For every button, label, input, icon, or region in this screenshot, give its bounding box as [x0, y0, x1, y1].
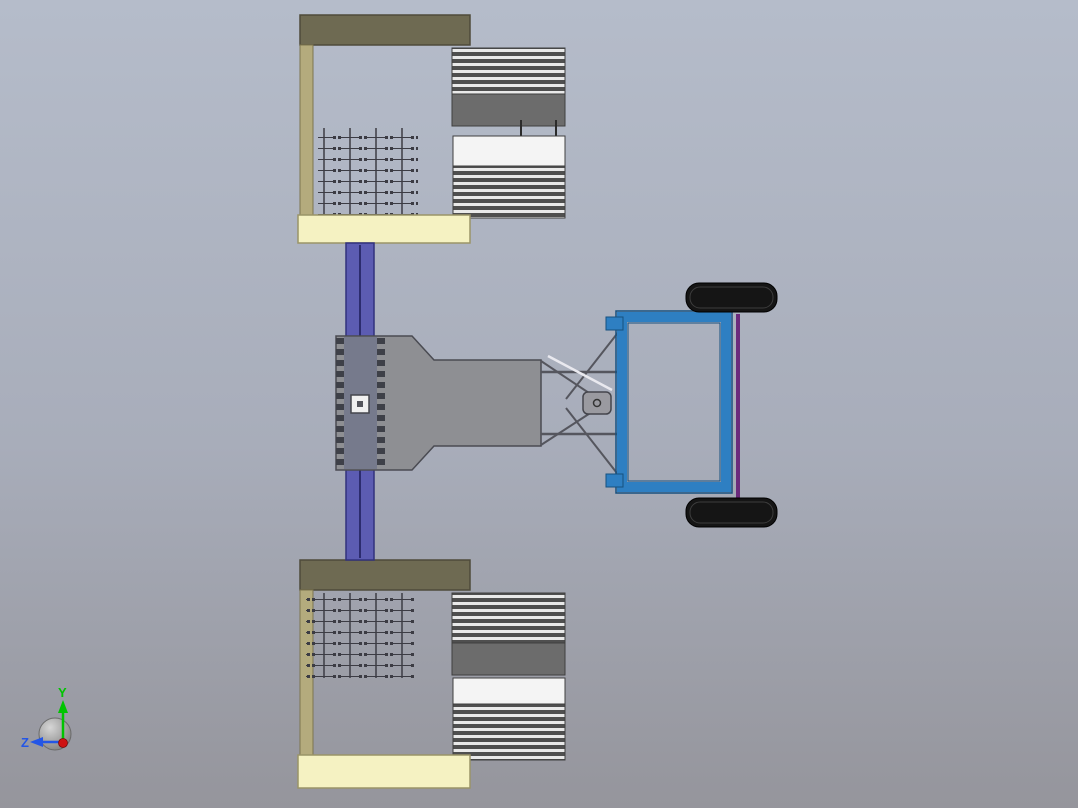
tiller-top-skid-plate[interactable]	[297, 214, 471, 244]
machine-model[interactable]	[297, 14, 778, 789]
drawbar-highlight	[547, 354, 613, 392]
origin-point[interactable]	[58, 738, 68, 748]
cart-inner-edge	[627, 322, 721, 482]
tiller-bottom-housing-a-fins[interactable]	[451, 592, 566, 644]
hitch-coupler[interactable]	[582, 391, 612, 415]
wheel-bottom-group[interactable]	[685, 497, 778, 528]
z-axis-label: Z	[21, 735, 29, 750]
chassis[interactable]	[335, 335, 542, 471]
tiller-bottom-housing-b-fins[interactable]	[452, 703, 566, 761]
wheel-bottom[interactable]	[685, 497, 778, 528]
tiller-top-housing-a-body[interactable]	[451, 93, 566, 127]
tiller-bottom-skid-plate[interactable]	[297, 754, 471, 789]
aframe-lower[interactable]	[565, 407, 621, 478]
cart-mount-tab-bottom[interactable]	[605, 473, 624, 488]
tiller-top-housing-b-body[interactable]	[452, 135, 566, 167]
tiller-bottom-frame-bar[interactable]	[299, 559, 471, 591]
tiller-bottom-housing-a-body[interactable]	[451, 642, 566, 676]
hitch-pin	[592, 398, 602, 408]
cart-outer-edge	[615, 310, 733, 494]
cart-mount-tab-top[interactable]	[605, 316, 624, 331]
cart-rail[interactable]	[617, 312, 731, 492]
tiller-top-frame-bar[interactable]	[299, 14, 471, 46]
chassis-gearbox-bolt	[357, 401, 363, 407]
tiller-top-housing-b-fins[interactable]	[452, 165, 566, 219]
wheel-bottom-tread	[689, 501, 774, 524]
tiller-bottom-housing-b-body[interactable]	[452, 677, 566, 705]
tiller-bottom-tines[interactable]	[306, 593, 416, 678]
y-axis-arrowhead[interactable]	[58, 700, 68, 713]
orientation-triad[interactable]: Y Z	[21, 685, 72, 751]
wheel-top-group[interactable]	[685, 282, 778, 313]
wheel-top[interactable]	[685, 282, 778, 313]
chassis-body[interactable]	[335, 335, 542, 471]
y-axis-label: Y	[58, 685, 67, 700]
drawbar-linkage[interactable]	[540, 329, 621, 478]
aframe-upper[interactable]	[565, 329, 621, 400]
wheel-top-tread	[689, 286, 774, 309]
rotary-tiller-top[interactable]	[297, 14, 566, 244]
tiller-top-tines[interactable]	[318, 128, 418, 215]
cart-frame[interactable]	[605, 310, 733, 494]
tiller-top-side-strip[interactable]	[299, 44, 314, 216]
z-axis-arrowhead[interactable]	[30, 737, 43, 747]
tiller-top-housing-a-fins[interactable]	[451, 47, 566, 95]
y-axis[interactable]: Y	[58, 685, 68, 742]
rotary-tiller-bottom[interactable]	[297, 559, 566, 789]
